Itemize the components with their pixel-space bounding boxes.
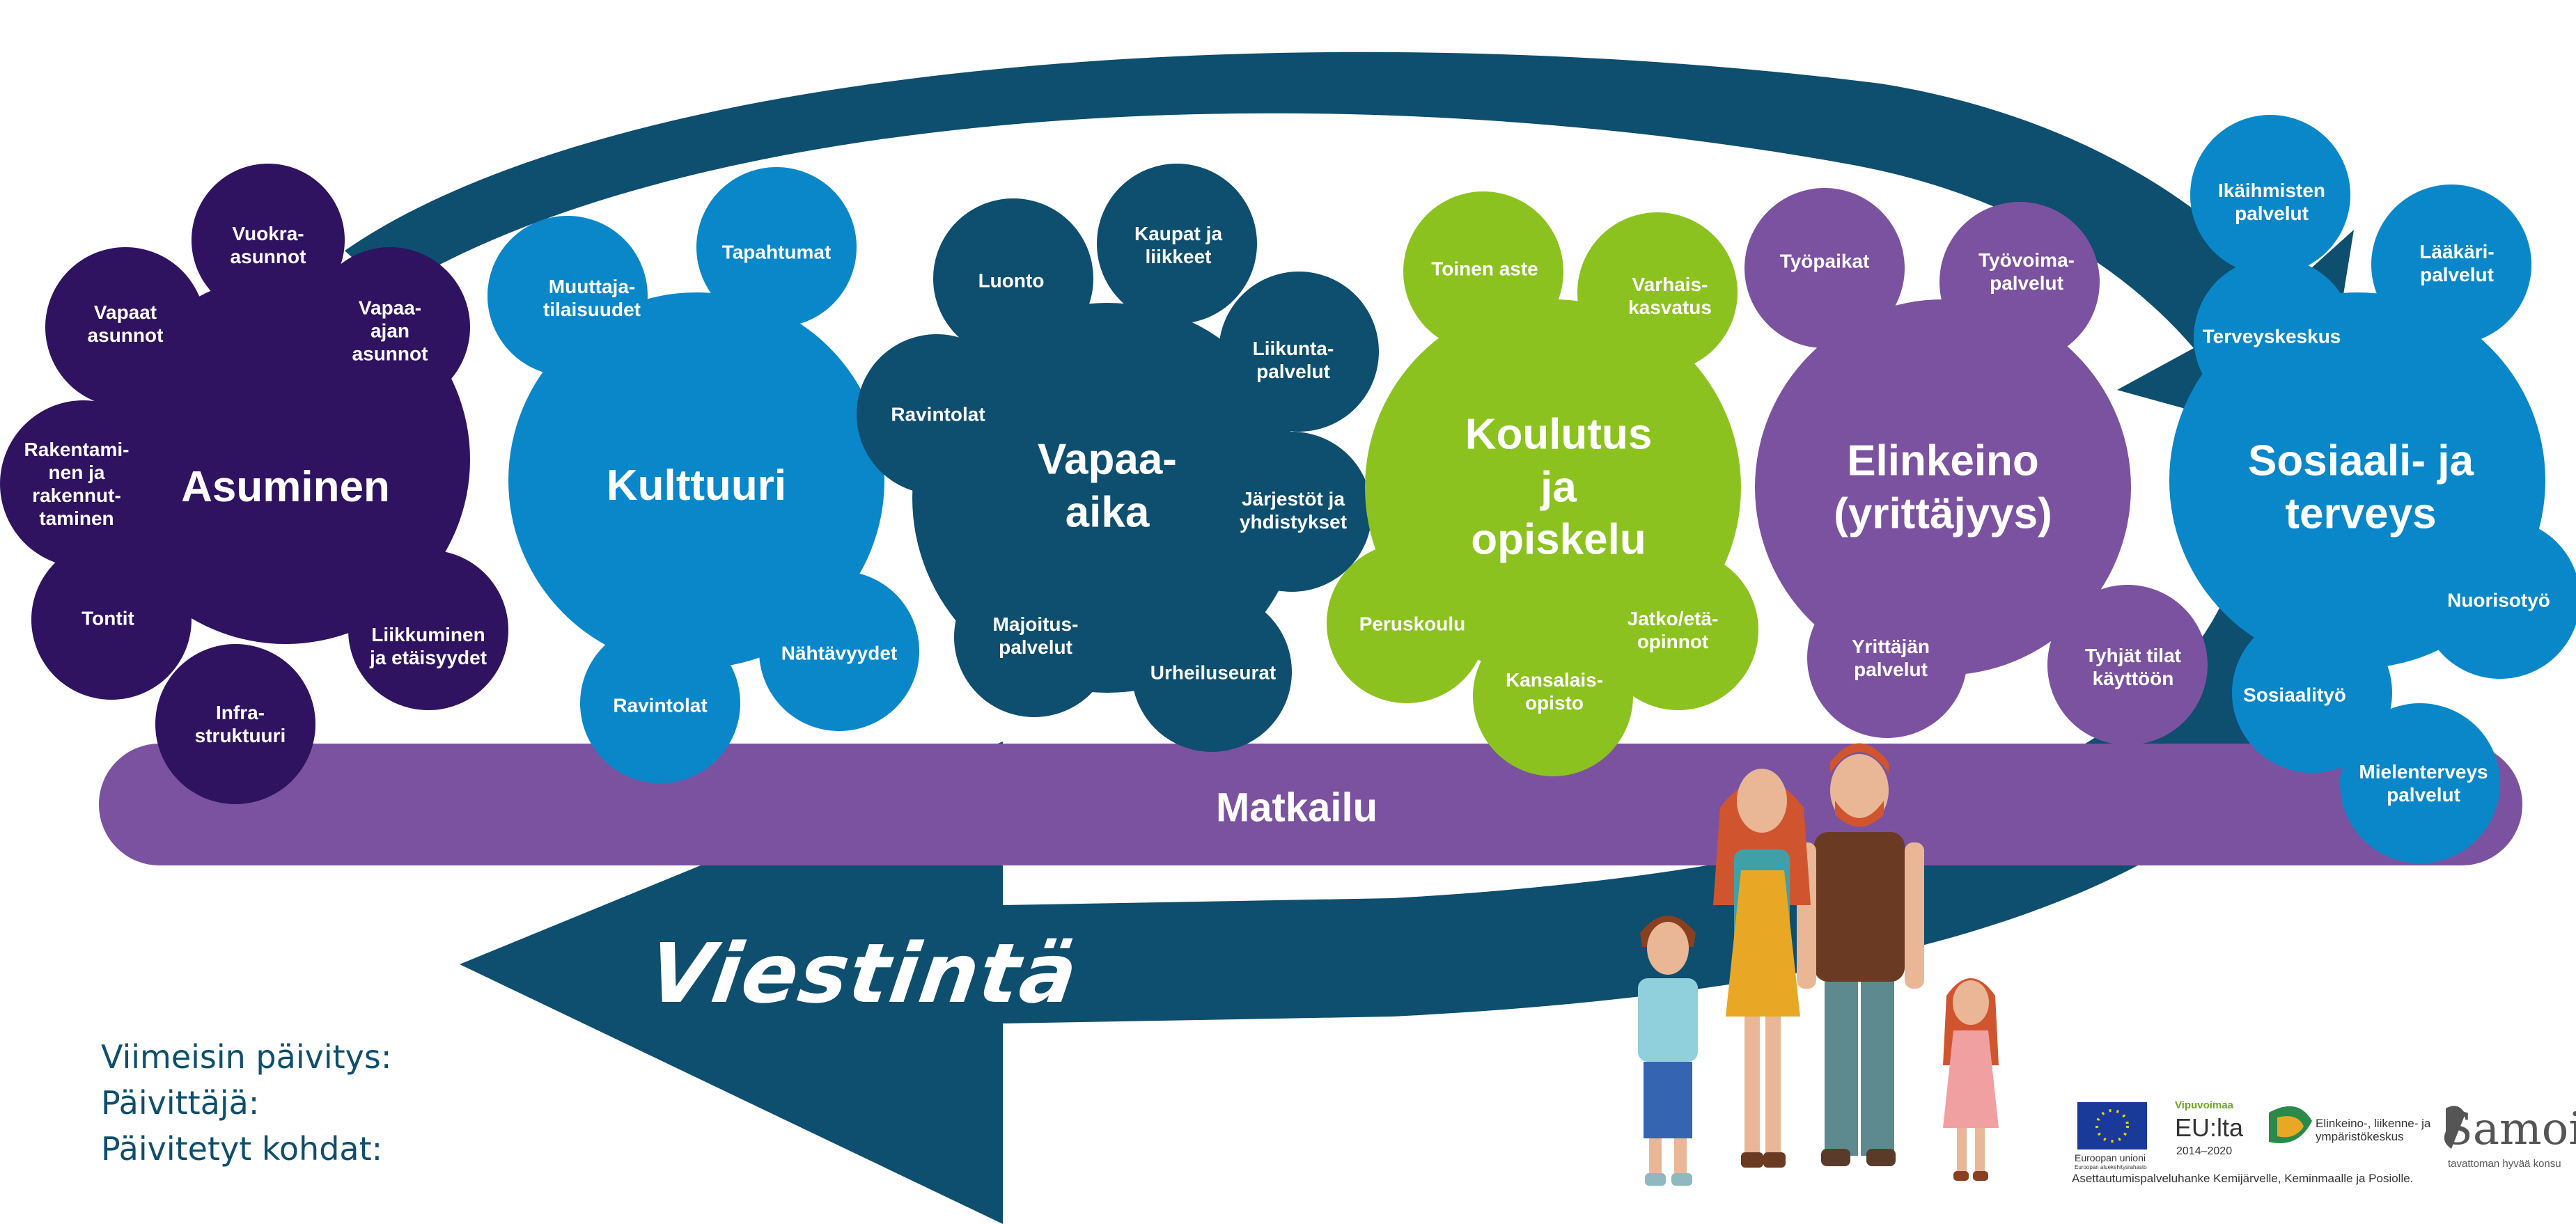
bubble-label: Vapaat asunnot (87, 301, 164, 346)
bubble-label: Liikkuminen ja etäisyydet (369, 623, 487, 668)
family-illustration (1638, 743, 1999, 1186)
cluster-vapaa-aika (857, 164, 1379, 752)
bubble-label: Lääkäri- palvelut (2419, 240, 2495, 285)
cluster-elinkeino (1744, 188, 2208, 745)
cluster-sosiaali (2169, 115, 2576, 863)
son-figure (1638, 916, 1698, 1186)
cluster-asuminen (0, 164, 508, 804)
ely-text: Elinkeino-, liikenne- ja ympäristökeskus (2316, 1117, 2431, 1143)
bubble-label: Urheiluseurat (1150, 661, 1277, 684)
bubble-label: Jatko/etä- opinnot (1627, 607, 1719, 652)
eu-logo-subtext: Euroopan aluekehitysrahasto (2075, 1164, 2147, 1170)
bubble-label: Rakentami- nen ja rakennut- taminen (24, 438, 130, 530)
bubble-label: Vuokra- asunnot (230, 222, 306, 267)
viestinta-label: Viestintä (642, 925, 1085, 1021)
samo-text: Samoi (2442, 1104, 2576, 1155)
bubble-label: Tapahtumat (721, 241, 832, 263)
koulutus-title: Koulutus ja opiskelu (1465, 410, 1653, 564)
bubble-label: Nähtävyydet (781, 642, 898, 664)
bubble-label: Tyhjät tilat käyttöön (2085, 644, 2181, 689)
bubble-label: Peruskoulu (1359, 613, 1466, 635)
cluster-kulttuuri (487, 167, 919, 783)
eulta-text: EU:lta (2175, 1113, 2244, 1142)
updated-items-label: Päivitetyt kohdat: (101, 1130, 383, 1168)
eu-flag-logo (2077, 1102, 2147, 1150)
cluster-koulutus (1327, 191, 1758, 776)
bubble-label: Sosiaalityö (2243, 684, 2346, 706)
matkailu-label: Matkailu (1215, 785, 1378, 831)
bubble-label: Infra- struktuuri (194, 701, 286, 746)
cycle-arrow-top (345, 52, 2354, 446)
bubble-label: Työvoima- palvelut (1978, 249, 2075, 294)
bubble-label: Vapaa- ajan asunnot (352, 297, 428, 365)
elinkeino-title: Elinkeino (yrittäjyys) (1834, 437, 2052, 538)
daughter-figure (1943, 978, 1999, 1181)
eu-logo-text: Euroopan unioni (2075, 1152, 2146, 1163)
updater-label: Päivittäjä: (101, 1084, 260, 1122)
mother-figure (1713, 769, 1811, 1168)
last-update-label: Viimeisin päivitys: (101, 1038, 392, 1076)
footer-note: Asettautumispalveluhanke Kemijärvelle, K… (2072, 1172, 2414, 1185)
matkailu-bar (99, 744, 2522, 865)
bubble-label: Ikäihmisten palvelut (2217, 179, 2326, 224)
bubble-label: Varhais- kasvatus (1628, 273, 1712, 318)
bubble-label: Luonto (978, 269, 1045, 292)
bubble-label: Majoitus- palvelut (992, 613, 1079, 658)
bubble-label: Kansalais- opisto (1505, 668, 1604, 714)
sosiaali-title: Sosiaali- ja terveys (2248, 437, 2474, 538)
logo-strip: Euroopan unioni Euroopan aluekehitysraha… (2072, 1097, 2576, 1187)
bubble-label: Terveyskeskus (2202, 325, 2341, 347)
kulttuuri-title: Kulttuuri (606, 462, 787, 510)
asuminen-title: Asuminen (181, 463, 390, 512)
bubble-label: Yrittäjän palvelut (1851, 635, 1930, 680)
bubble-label: Liikunta- palvelut (1252, 337, 1334, 382)
bubble-label: Järjestöt ja yhdistykset (1239, 487, 1348, 533)
bubble-label: Ravintolat (613, 694, 708, 716)
samo-logo (2444, 1106, 2465, 1149)
samo-subtext: tavattoman hyvää konsu (2448, 1158, 2561, 1170)
bubble-label: Muuttaja- tilaisuudet (542, 275, 641, 320)
bubble-label: Kaupat ja liikkeet (1134, 222, 1223, 267)
ely-logo (2269, 1106, 2312, 1143)
vapaa-aika-title: Vapaa- aika (1038, 435, 1177, 536)
update-info: Viimeisin päivitys: Päivittäjä: Päivitet… (101, 1034, 391, 1172)
bubble-label: Mielenterveys palvelut (2359, 760, 2488, 806)
cycle-arrow-bottom (460, 501, 2354, 1224)
bubble-label: Nuorisotyö (2447, 589, 2550, 611)
bubble-label: Toinen aste (1431, 258, 1538, 280)
father-figure (1797, 743, 1924, 1166)
bubble-label: Ravintolat (891, 403, 985, 425)
bubble-label: Tontit (81, 607, 134, 629)
bubble-label: Työpaikat (1779, 250, 1870, 272)
years-text: 2014–2020 (2176, 1145, 2233, 1157)
vipuvoimaa-text: Vipuvoimaa (2175, 1099, 2233, 1111)
